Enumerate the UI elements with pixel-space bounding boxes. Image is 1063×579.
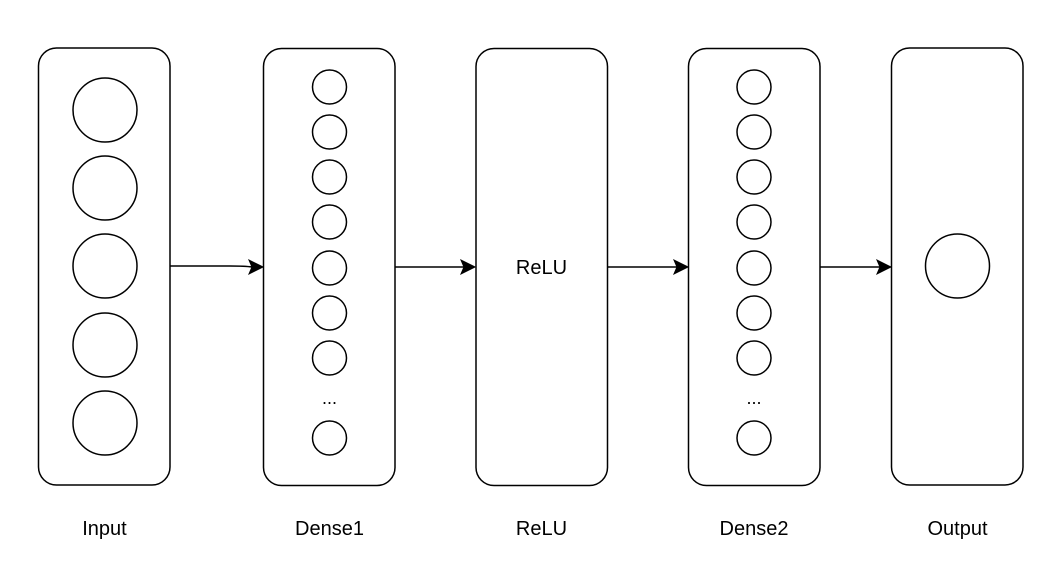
relu-caption: ReLU (516, 518, 567, 540)
dense2-neuron (736, 420, 772, 456)
dense1-neuron (311, 159, 348, 195)
arrow-relu-to-dense2 (608, 258, 690, 276)
relu-layer-box (475, 47, 609, 487)
dense2-neuron (736, 204, 772, 240)
dense1-ellipsis: ... (322, 388, 337, 408)
input-neuron (72, 233, 138, 299)
relu-box-label: ReLU (516, 257, 567, 279)
arrow-dense2-to-output (820, 258, 893, 276)
dense1-caption: Dense1 (295, 518, 364, 540)
dense2-neuron (736, 114, 772, 150)
input-caption: Input (82, 518, 127, 540)
dense1-neuron (311, 295, 348, 331)
dense2-neuron (736, 250, 772, 286)
dense2-neuron (736, 340, 772, 376)
layer-output (890, 47, 1024, 486)
layer-relu: ReLU (475, 47, 609, 487)
input-neuron (72, 312, 138, 378)
output-neuron (924, 233, 991, 299)
input-neuron (72, 77, 138, 143)
dense2-caption: Dense2 (720, 518, 789, 540)
dense2-ellipsis: ... (746, 388, 761, 408)
output-caption: Output (927, 518, 987, 540)
dense2-neuron (736, 295, 772, 331)
dense2-neuron (736, 159, 772, 195)
dense1-neuron (311, 114, 348, 150)
arrow-dense1-to-relu (395, 258, 477, 276)
dense1-neuron (311, 250, 348, 286)
input-neuron (72, 390, 138, 456)
dense1-neuron (311, 69, 348, 105)
dense1-neuron (311, 420, 348, 456)
layer-captions: Input Dense1 ReLU Dense2 Output (82, 518, 988, 540)
input-neuron (72, 155, 138, 221)
connections (170, 258, 893, 276)
arrow-input-to-dense1 (170, 258, 265, 276)
layer-input (37, 47, 171, 486)
layer-dense2: ... (687, 47, 821, 487)
dense1-neuron (311, 340, 348, 376)
dense1-neuron (311, 204, 348, 240)
layer-dense1: ... (262, 47, 396, 487)
dense2-neuron (736, 69, 772, 105)
